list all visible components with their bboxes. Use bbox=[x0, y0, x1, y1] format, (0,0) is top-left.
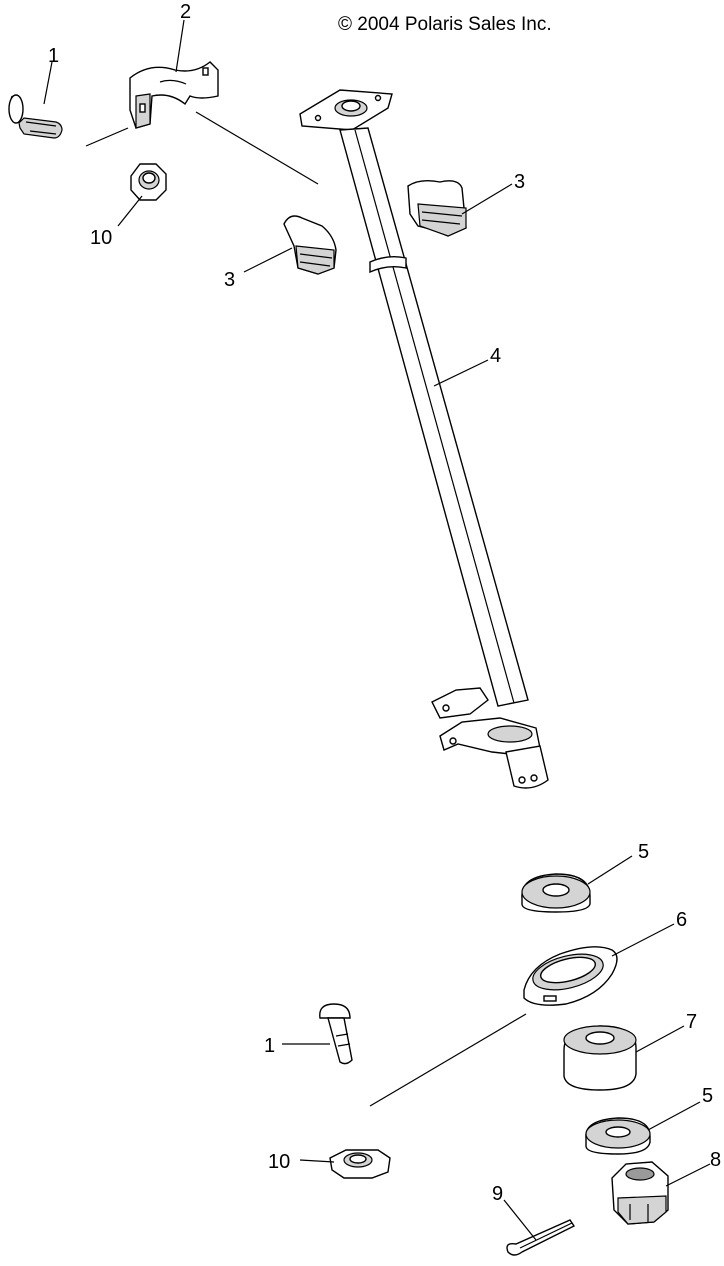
part-nut-top bbox=[130, 163, 167, 201]
copyright-notice: © 2004 Polaris Sales Inc. bbox=[338, 14, 552, 35]
part-bolt-top bbox=[8, 94, 63, 139]
callout-10-bottom: 10 bbox=[268, 1151, 290, 1173]
callout-1-bottom: 1 bbox=[264, 1035, 275, 1057]
callout-3-right: 3 bbox=[514, 171, 525, 193]
part-spacer bbox=[563, 1025, 637, 1091]
callout-8: 8 bbox=[710, 1149, 721, 1171]
part-clamp-bracket bbox=[129, 61, 219, 129]
part-washer-top bbox=[521, 873, 591, 913]
part-cotter-pin bbox=[506, 1219, 576, 1256]
callout-3-left: 3 bbox=[224, 269, 235, 291]
part-bolt-bottom bbox=[319, 1003, 353, 1065]
part-washer-bottom bbox=[585, 1117, 651, 1155]
part-bushing-right bbox=[407, 179, 467, 237]
assembly-lines bbox=[85, 111, 527, 1107]
callout-4: 4 bbox=[490, 345, 501, 367]
callout-2: 2 bbox=[180, 1, 191, 23]
part-nut-bottom bbox=[329, 1149, 391, 1179]
part-castle-nut bbox=[611, 1161, 669, 1225]
part-bearing-plate bbox=[523, 946, 618, 1006]
callout-7: 7 bbox=[686, 1011, 697, 1033]
callout-1-top: 1 bbox=[48, 45, 59, 67]
callout-6: 6 bbox=[676, 909, 687, 931]
callout-5-bottom: 5 bbox=[702, 1085, 713, 1107]
part-steering-post bbox=[299, 89, 549, 789]
callout-9: 9 bbox=[492, 1183, 503, 1205]
callout-10-top: 10 bbox=[90, 227, 112, 249]
part-bushing-left bbox=[283, 215, 337, 275]
leader-lines bbox=[43, 19, 711, 1241]
callout-5-top: 5 bbox=[638, 841, 649, 863]
